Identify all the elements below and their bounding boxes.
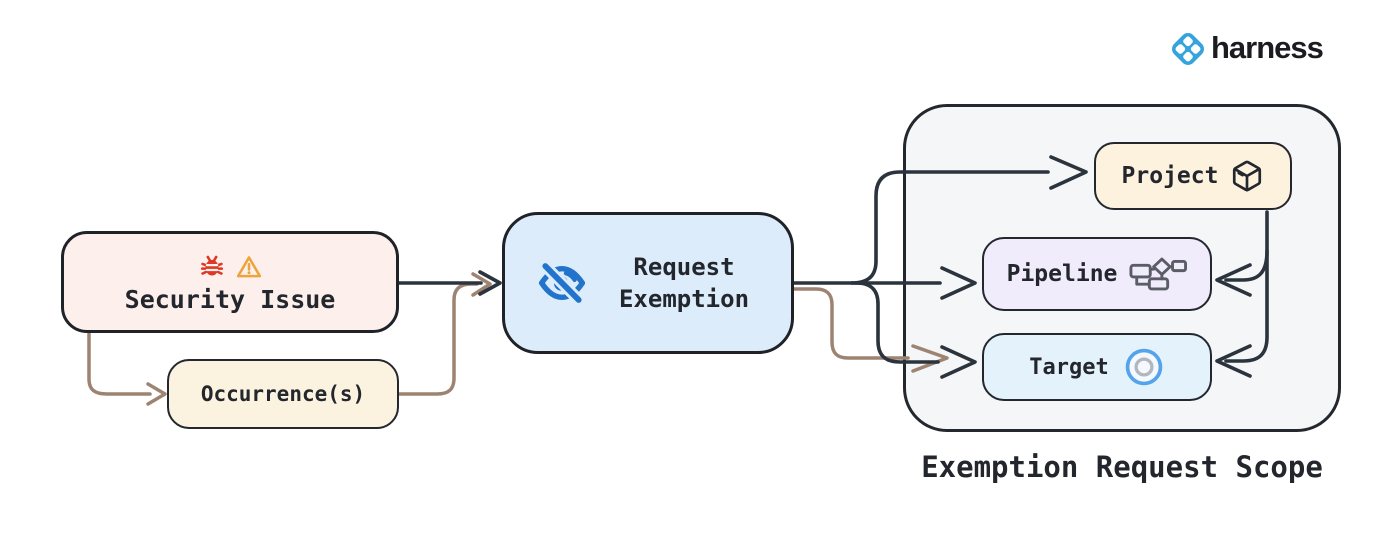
node-occurrences: Occurrence(s) <box>167 359 399 429</box>
node-security-issue: Security Issue <box>61 231 399 333</box>
node-pipeline: Pipeline <box>982 237 1212 311</box>
edge-request-exemption-to-target-brown <box>792 287 949 373</box>
security-issue-label: Security Issue <box>124 284 336 314</box>
edge-security-issue-to-request-exemption <box>397 270 502 296</box>
edge-project-to-pipeline <box>1215 249 1269 297</box>
edge-occurrences-to-request-exemption <box>397 272 492 396</box>
arrowhead <box>1215 344 1252 378</box>
security-issue-icons <box>198 253 263 281</box>
bug-icon <box>200 255 223 276</box>
edge-security-issue-to-occurrences <box>87 332 167 406</box>
edge-project-to-target <box>1215 210 1269 378</box>
package-icon <box>1233 160 1262 192</box>
arrowhead <box>471 272 492 297</box>
target-icon <box>1125 348 1163 386</box>
arrowhead <box>940 345 977 379</box>
arrowhead <box>1049 155 1088 190</box>
warning-icon <box>236 255 261 277</box>
scope-caption: Exemption Request Scope <box>921 450 1323 484</box>
arrowhead <box>146 382 167 406</box>
arrowhead <box>911 344 949 373</box>
project-label: Project <box>1121 163 1219 189</box>
edge-request-exemption-to-pipeline <box>850 266 977 300</box>
target-label: Target <box>1029 354 1109 380</box>
pipeline-graph-icon <box>1129 257 1188 291</box>
occurrences-label: Occurrence(s) <box>200 382 366 406</box>
eye-off-icon <box>538 260 586 306</box>
harness-logo-icon <box>1172 33 1204 65</box>
node-project: Project <box>1094 142 1292 210</box>
node-target: Target <box>982 333 1212 401</box>
arrowhead <box>940 266 977 300</box>
arrowhead <box>1215 263 1252 297</box>
node-request-exemption: Request Exemption <box>502 212 794 354</box>
brand-name: harness <box>1211 30 1324 65</box>
edge-request-exemption-to-project <box>850 155 1088 285</box>
pipeline-label: Pipeline <box>1006 261 1118 287</box>
request-exemption-label: Request Exemption <box>618 252 750 313</box>
brand-logo: harness <box>1168 29 1324 69</box>
edge-request-exemption-to-target <box>854 281 977 379</box>
arrowhead <box>478 270 502 296</box>
